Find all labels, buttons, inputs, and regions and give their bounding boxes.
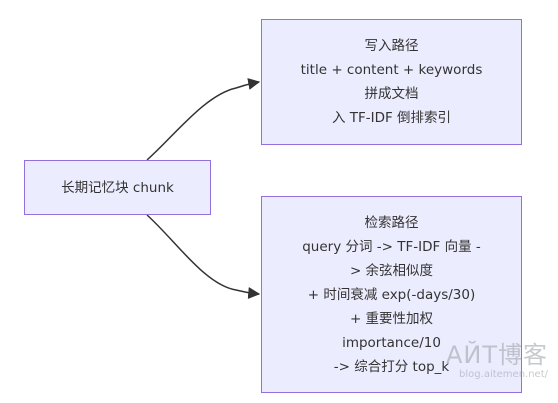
node-text-line: query 分词 -> TF-IDF 向量 - [302, 238, 481, 255]
node-text-line: importance/10 [342, 334, 441, 351]
node-text-line: 长期记忆块 chunk [61, 179, 174, 196]
node-text-line: 拼成文档 [364, 86, 419, 102]
node-text-line: -> 综合打分 top_k [333, 358, 450, 375]
node-text-line: + 重要性加权 [349, 310, 434, 327]
search-path-node: 检索路径 query 分词 -> TF-IDF 向量 - > 余弦相似度 + 时… [261, 196, 522, 393]
node-text-line: 入 TF-IDF 倒排索引 [331, 110, 452, 126]
edge-source-to-search [146, 214, 261, 299]
node-title: 检索路径 [364, 214, 419, 231]
node-text-line: > 余弦相似度 [349, 262, 434, 279]
long-term-memory-chunk-node: 长期记忆块 chunk [24, 160, 211, 215]
node-text-line: title + content + keywords [300, 62, 483, 78]
node-text-line: + 时间衰减 exp(-days/30) [307, 286, 476, 303]
edge-source-to-write [146, 78, 261, 161]
write-path-node: 写入路径 title + content + keywords 拼成文档 入 T… [261, 19, 522, 145]
node-title: 写入路径 [364, 38, 419, 54]
